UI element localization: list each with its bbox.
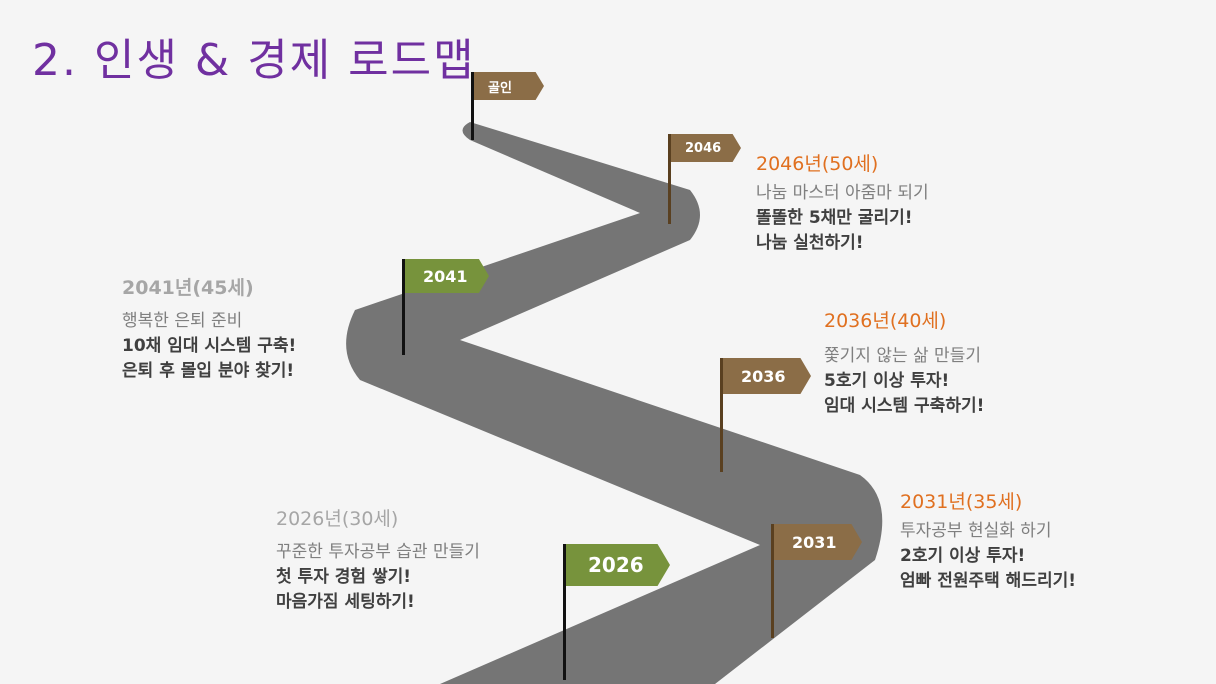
milestone-2036: 2036년(40세) 쫓기지 않는 삶 만들기 5호기 이상 투자! 임대 시스… <box>824 310 985 416</box>
page-title: 2. 인생 & 경제 로드맵 <box>32 35 476 86</box>
milestone-2041: 2041년(45세) 행복한 은퇴 준비 10채 임대 시스템 구축! 은퇴 후… <box>122 277 297 381</box>
milestone-2026: 2026년(30세) 꾸준한 투자공부 습관 만들기 첫 투자 경험 쌓기! 마… <box>276 508 480 612</box>
milestone-2046: 2046년(50세) 나눔 마스터 아줌마 되기 똘똘한 5채만 굴리기! 나눔… <box>756 153 929 253</box>
milestone-2031: 2031년(35세) 투자공부 현실화 하기 2호기 이상 투자! 엄빠 전원주… <box>900 491 1076 591</box>
